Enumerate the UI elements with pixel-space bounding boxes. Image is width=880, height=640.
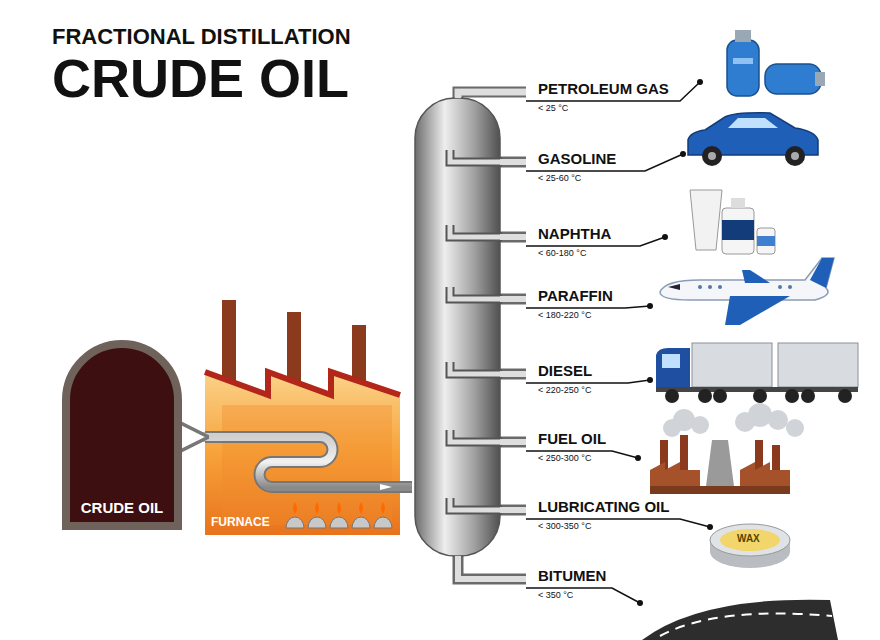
boiling-range: < 180-220 °C [538,311,591,320]
node-label: CRUDE OIL [81,499,164,516]
node-label: FURNACE [211,515,270,529]
fraction-name: GASOLINE [538,151,616,167]
fraction-name: NAPHTHA [538,226,611,242]
fraction-name: BITUMEN [538,568,606,584]
fraction-name: PETROLEUM GAS [538,81,669,97]
fraction-name: LUBRICATING OIL [538,499,669,515]
distillation-column [415,92,526,579]
icon-label: WAX [737,534,760,545]
leader-lines [526,82,710,603]
boiling-range: < 250-300 °C [538,454,591,463]
car-icon [688,113,818,166]
power-plant-icon [650,403,804,494]
fraction-name: PARAFFIN [538,288,613,304]
boiling-range: < 25-60 °C [538,174,581,183]
boiling-range: < 60-180 °C [538,249,586,258]
fraction-name: FUEL OIL [538,431,606,447]
boiling-range: < 350 °C [538,591,573,600]
feed-pipe [182,433,205,442]
truck-icon [656,343,858,403]
boiling-range: < 25 °C [538,104,568,113]
fraction-name: DIESEL [538,363,592,379]
gas-cylinder-icon [727,30,825,96]
crude-oil-tank: CRUDE OIL [62,340,182,530]
furnace-building [205,300,412,535]
naphtha-products-icon [690,190,775,254]
boiling-range: < 300-350 °C [538,522,591,531]
wax-tin-icon [710,524,790,568]
furnace-box: FURNACE [205,395,400,535]
road-icon [642,600,838,640]
airplane-icon [660,258,834,325]
boiling-range: < 220-250 °C [538,386,591,395]
title-line: CRUDE OIL [52,50,349,107]
title: FRACTIONAL DISTILLATION [52,24,351,50]
